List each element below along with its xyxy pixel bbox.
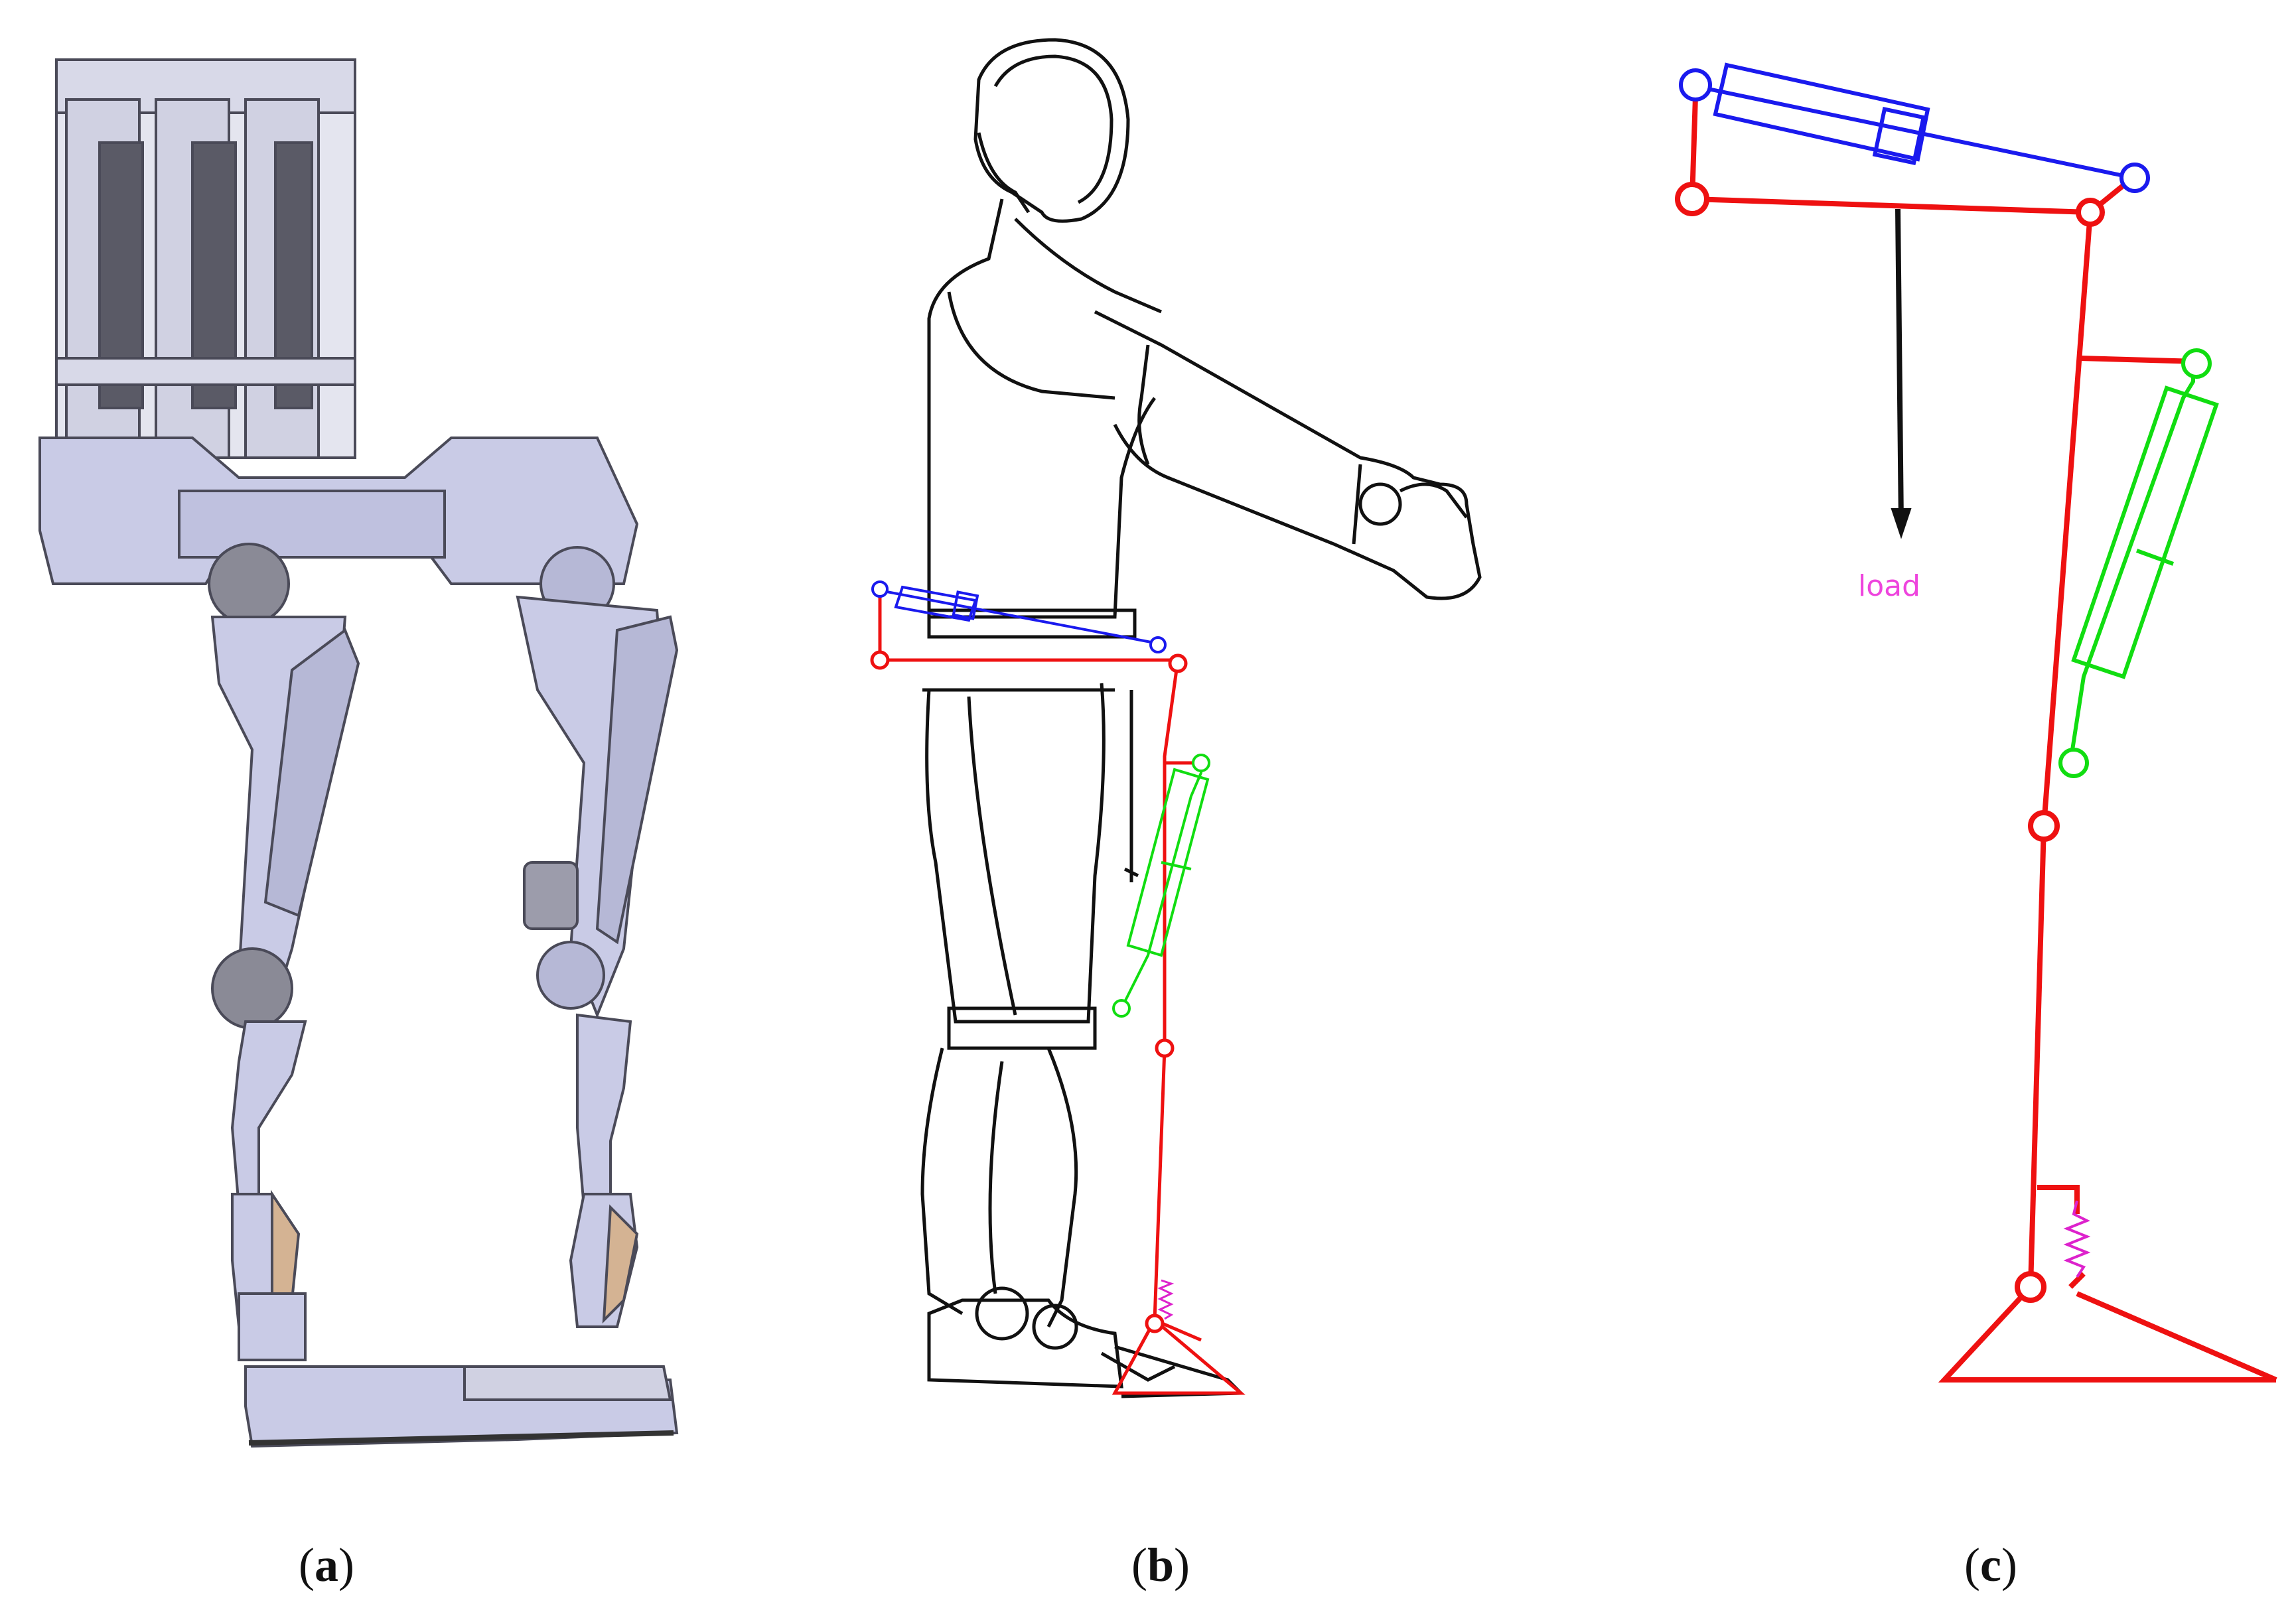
panel-a-cad-render: [0, 0, 796, 1526]
caption-a: (a): [299, 1538, 354, 1591]
human-outline: [920, 38, 1482, 1398]
load-arrow: [1891, 208, 1912, 539]
load-label: load: [1858, 569, 1920, 603]
caption-c: (c): [1964, 1538, 2017, 1591]
ankle-spring-icon: [1157, 1279, 1175, 1320]
panel-b-human-overlay: [829, 0, 1526, 1526]
caption-b: (b): [1131, 1538, 1190, 1591]
knee-actuator-green: [1112, 754, 1210, 1018]
linkage-red: [1675, 96, 2277, 1383]
hip-actuator-blue: [1679, 62, 2150, 193]
linkage-diagram-icon: load: [1675, 62, 2277, 1383]
exo-linkage-red: [870, 590, 1246, 1395]
exoskeleton-cad-icon: [38, 58, 679, 1448]
knee-actuator-green: [2058, 348, 2219, 778]
human-exoskeleton-icon: [870, 38, 1482, 1398]
ankle-spring-icon: [2063, 1200, 2091, 1278]
hip-actuator-blue: [871, 580, 1167, 653]
panel-c-kinematic-diagram: load: [1579, 0, 2296, 1526]
